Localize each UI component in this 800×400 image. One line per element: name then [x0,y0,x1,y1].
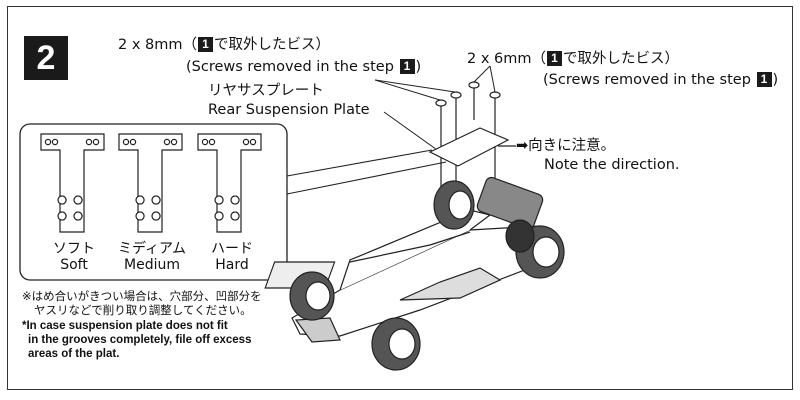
plate-leader [383,111,441,153]
step-ref-badge: 1 [756,72,772,87]
plate-soft-shape [40,133,105,233]
plate-hard-en: Hard [215,257,249,273]
screw-6mm-leaders [473,65,496,93]
screws-6mm-qty-text: 2 x 6mm（ [467,51,546,67]
screws-8mm-jp-text: で取外したビス） [214,37,330,53]
rear-plate-jp: リヤサスプレート [208,83,324,99]
plate-hard-shape [197,133,262,233]
plate-medium-shape [118,133,183,233]
screws-8mm-en-close: ) [415,59,422,75]
screws-6mm-en-close: ) [772,72,779,88]
plate-soft-jp: ソフト [53,241,95,257]
fit-note-en-line1: *In case suspension plate does not fit [22,320,228,332]
screws-6mm-en-text: (Screws removed in the step [543,72,756,88]
rear-plate-shape [428,127,510,167]
instruction-frame [7,6,793,390]
direction-note-jp: ➡向きに注意。 [516,137,615,155]
step-ref-badge: 1 [399,59,415,74]
screws-6mm-jp-text: で取外したビス） [563,51,679,67]
plate-soft-en: Soft [60,257,88,273]
screws-8mm-en-text: (Screws removed in the step [186,59,399,75]
screws-6mm-en: (Screws removed in the step 1) [543,71,778,89]
plate-variants-box [19,123,288,281]
step-ref-badge: 1 [547,51,562,66]
step-ref-badge: 1 [198,37,213,52]
screws-8mm-qty-text: 2 x 8mm（ [118,37,197,53]
fit-note-en-line3: areas of the plat. [28,348,120,360]
plate-medium-en: Medium [124,257,180,273]
fit-note-en-line2: in the grooves completely, file off exce… [28,334,252,346]
fit-note-jp-line1: ※はめ合いがきつい場合は、穴部分、凹部分を [22,289,262,303]
chassis-drawing [264,176,565,371]
plate-hard-jp: ハード [211,241,253,257]
direction-jp-text: 向きに注意。 [528,138,616,154]
fit-note-jp-line2: ヤスリなどで削り取り調整してください。 [34,303,252,317]
callout-lines [286,149,447,195]
step-number-badge: 2 [24,36,68,80]
arrow-right-icon: ➡ [516,138,529,154]
rear-plate-en: Rear Suspension Plate [208,102,370,118]
plate-medium-jp: ミディアム [117,241,187,257]
direction-note-en: Note the direction. [544,157,680,173]
screw-8mm-leaders [374,79,456,101]
screws-8mm-en: (Screws removed in the step 1) [186,58,421,76]
